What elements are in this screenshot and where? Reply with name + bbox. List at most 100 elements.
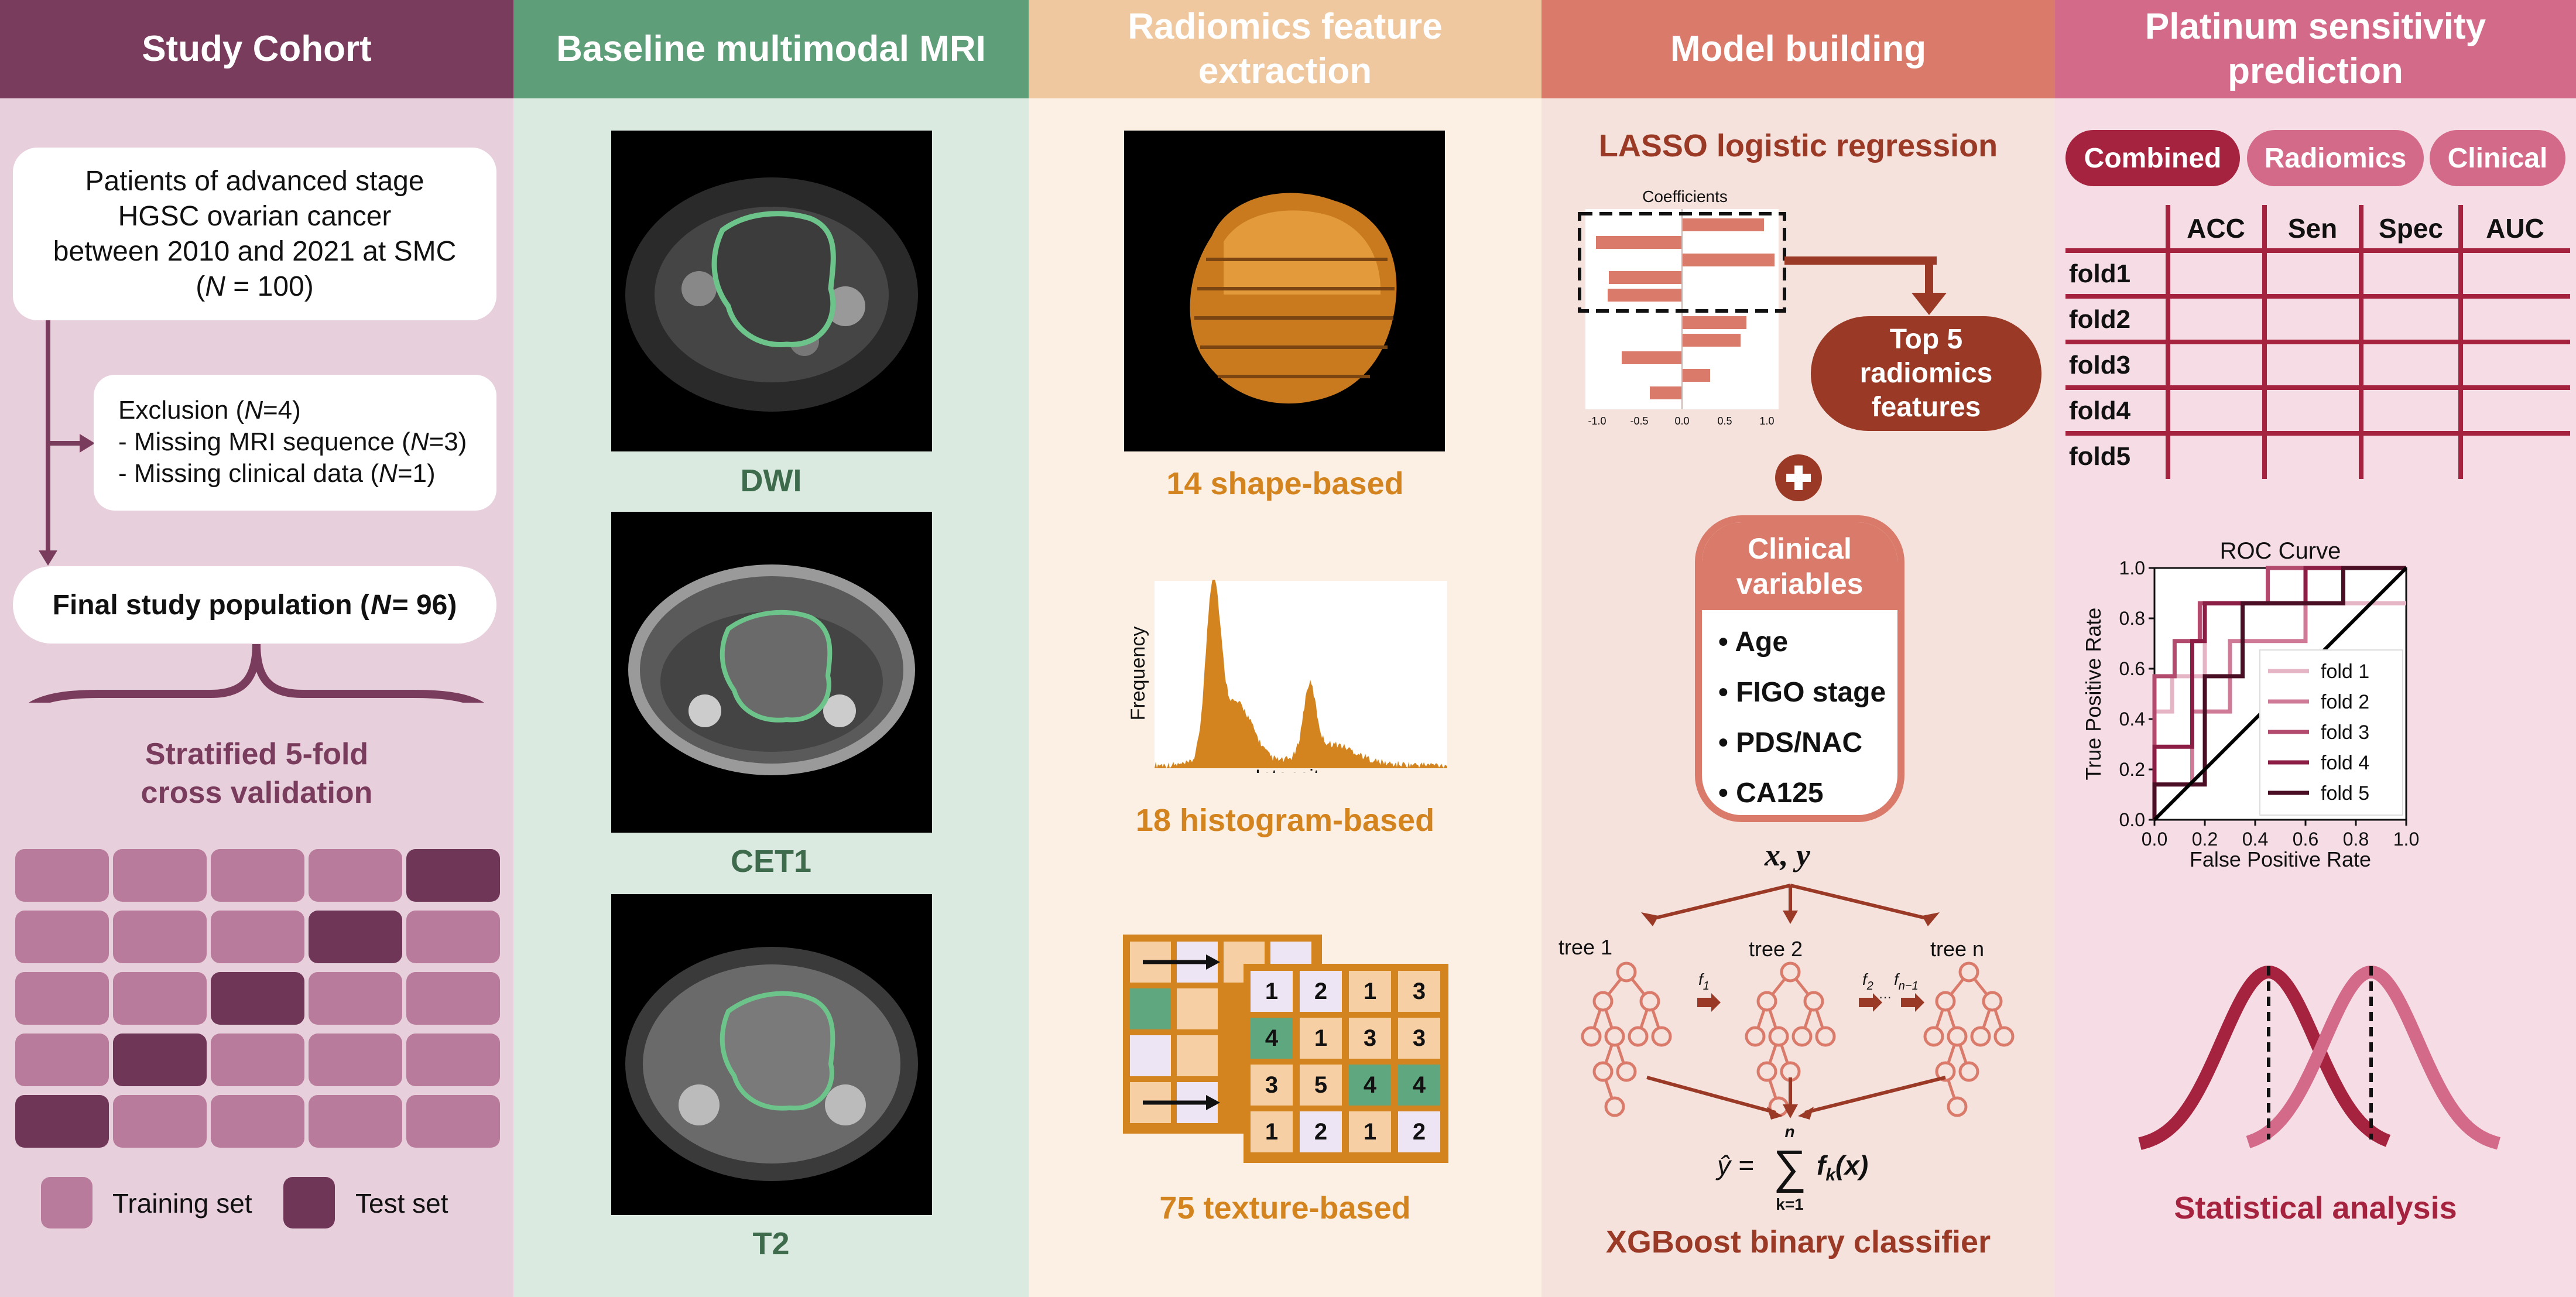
cv-training-cell [113,1095,207,1148]
tree-node [1628,1026,1649,1047]
cv-training-cell [406,1034,500,1086]
row-fold3: fold3 [2069,351,2130,379]
roc-legend-label: fold 1 [2321,661,2369,683]
cv-training-cell [211,849,304,902]
cv-training-cell [406,1095,500,1148]
t2-label: T2 [752,1226,790,1261]
legend-training-swatch [41,1177,93,1228]
glcm-cell-value: 1 [1265,978,1278,1004]
glcm-cell [1251,1065,1293,1106]
col-acc: ACC [2187,213,2245,244]
roc-y-tick: 1.0 [2119,557,2145,579]
top5-arrow-head [1912,259,1947,315]
tree-node [1815,1026,1836,1047]
distribution-curves [2138,965,2500,1150]
cv-training-cell [211,911,304,963]
glcm-cell [1398,971,1440,1012]
roc-y-tick: 0.8 [2119,608,2145,629]
dwi-label: DWI [740,463,802,498]
cv-training-cell [113,849,207,902]
tab-clinical[interactable]: Clinical [2430,130,2565,186]
cv-training-cell [309,972,402,1025]
study-cohort-header: Study Cohort [0,0,513,98]
glcm-cell-value: 4 [1364,1072,1377,1098]
clinical-variables-box: Clinical variables • Age • FIGO stage • … [1695,515,1904,822]
cv-training-cell [113,972,207,1025]
tree-node [1958,961,1979,983]
cv-training-cell [15,849,109,902]
f2-label: f2 [1862,970,1873,993]
tree-n-label: tree n [1930,937,1984,961]
tree-node [1935,1061,1956,1082]
glcm-cell-value: 3 [1413,978,1426,1004]
xgb-input-arrows [1649,884,1931,921]
legend-test-label: Test set [355,1188,448,1219]
glcm-cell [1251,1111,1293,1152]
tree-node [1604,1026,1625,1047]
glcm-cell [1398,1065,1440,1106]
distribution-curve-b [2246,966,2500,1150]
mri-header: Baseline multimodal MRI [513,0,1029,98]
cv-test-cell [406,849,500,902]
glcm-cell [1349,971,1391,1012]
histogram-based-label: 18 histogram-based [1135,803,1435,838]
cv-label-line-2: cross validation [141,776,373,810]
xy-label: x, y [1764,837,1811,872]
tab-radiomics[interactable]: Radiomics [2247,130,2424,186]
fn1-arrow [1901,993,1924,1012]
coefficient-plot: Coefficients -1.0 -0.5 0.0 0.5 1.0 [1578,187,1937,427]
roc-legend-label: fold 2 [2321,691,2369,713]
exclusion-item-mri: - Missing MRI sequence (N=3) [118,427,467,456]
f1-label: f1 [1698,970,1710,993]
tree-node [1982,991,2003,1012]
tree-node [1651,1026,1672,1047]
glcm-cell-value: 3 [1265,1072,1278,1098]
cv-training-cell [211,1095,304,1148]
tree-node [1768,1026,1789,1047]
tree-node [1604,1096,1625,1117]
cv-training-cell [211,1034,304,1086]
glcm-cell [1398,1018,1440,1059]
tree-node [1639,991,1660,1012]
clinical-title-line-2: variables [1736,567,1864,600]
tree-2-label: tree 2 [1749,937,1803,961]
roc-series-fold-5 [2152,566,2406,820]
patients-box: Patients of advanced stage HGSC ovarian … [13,148,496,320]
roc-x-tick: 0.2 [2192,829,2218,850]
roc-x-tick: 1.0 [2393,829,2419,850]
glcm-cell [1300,1065,1342,1106]
cv-grid [15,849,500,1149]
glcm-cell [1349,1018,1391,1059]
roc-legend-label: fold 4 [2321,752,2369,774]
cv-training-cell [15,911,109,963]
xgb-formula: ŷ = n ∑ k=1 fk(x) [1715,1123,1868,1213]
top5-features-pill: Top 5 radiomics features [1811,316,2041,431]
roc-title: ROC Curve [2220,538,2341,564]
tree-node [1756,1061,1777,1082]
prediction-header: Platinum sensitivity prediction [2055,0,2576,98]
tree-node [1947,1026,1968,1047]
clinical-variables-title: Clinical variables [1702,522,1897,610]
cv-label-line-1: Stratified 5-fold [145,737,369,771]
shape-based-label: 14 shape-based [1166,466,1404,501]
glcm-cell [1349,1065,1391,1106]
cv-training-cell [309,1095,402,1148]
tree-node [1592,991,1614,1012]
xgboost-diagram: x, y tree 1 tree 2 tree n f1 f2 fn−1 ··· [1558,837,2015,1213]
cv-training-cell [309,849,402,902]
study-cohort-column: Study Cohort Patients of advanced stage … [0,0,513,1297]
svg-text:fk(x): fk(x) [1817,1150,1868,1185]
histogram-ylabel: Frequency [1127,627,1149,721]
ellipsis: ··· [1879,990,1892,1004]
roc-y-tick: 0.0 [2119,809,2145,830]
cv-training-cell [113,911,207,963]
clinical-var-ca125: • CA125 [1718,778,1824,809]
tree-node [1616,961,1637,983]
cv-brace [29,644,484,703]
t2-image [611,894,932,1215]
glcm-cell-value: 4 [1265,1025,1279,1051]
tree-node [1947,1096,1968,1117]
glcm-cell [1251,971,1293,1012]
tab-combined[interactable]: Combined [2065,130,2240,186]
